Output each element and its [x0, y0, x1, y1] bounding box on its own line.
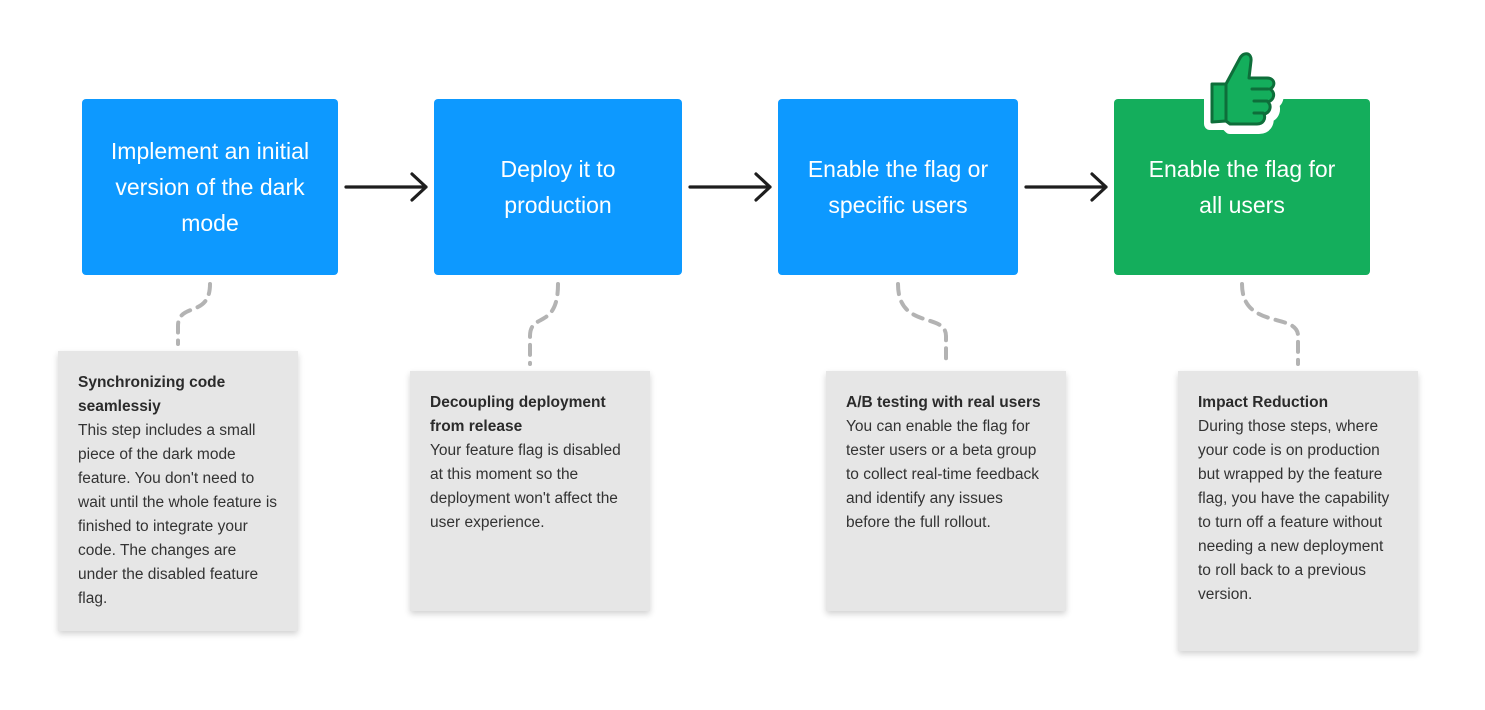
note-title: Decoupling deployment from release [430, 394, 606, 435]
step-box-enable-all: Enable the flag for all users [1114, 99, 1370, 275]
note-body: During those steps, where your code is o… [1198, 418, 1390, 603]
note-card-impact: Impact Reduction During those steps, whe… [1178, 371, 1418, 651]
step-box-enable-specific: Enable the flag or specific users [778, 99, 1018, 275]
note-title: Impact Reduction [1198, 394, 1329, 411]
step-label: Enable the flag for all users [1148, 156, 1336, 218]
note-card-decoupling: Decoupling deployment from release Your … [410, 371, 650, 611]
note-card-ab-testing: A/B testing with real users You can enab… [826, 371, 1066, 611]
dashed-connector-1 [176, 282, 212, 346]
dashed-connector-2 [528, 282, 560, 366]
note-title: Synchronizing code seamlessiy [78, 374, 226, 415]
step-label: Implement an initial version of the dark… [110, 138, 310, 236]
note-title: A/B testing with real users [846, 394, 1041, 411]
note-body: This step includes a small piece of the … [78, 422, 278, 607]
step-label: Enable the flag or specific users [807, 156, 989, 218]
dashed-connector-3 [896, 282, 948, 366]
arrow-right-icon [688, 172, 772, 202]
step-label: Deploy it to production [500, 156, 616, 218]
dashed-connector-4 [1240, 282, 1300, 366]
step-box-implement: Implement an initial version of the dark… [82, 99, 338, 275]
note-body: Your feature flag is disabled at this mo… [430, 442, 621, 531]
step-box-deploy: Deploy it to production [434, 99, 682, 275]
note-body: You can enable the flag for tester users… [846, 418, 1039, 531]
arrow-right-icon [1024, 172, 1108, 202]
note-card-sync: Synchronizing code seamlessiy This step … [58, 351, 298, 631]
arrow-right-icon [344, 172, 428, 202]
